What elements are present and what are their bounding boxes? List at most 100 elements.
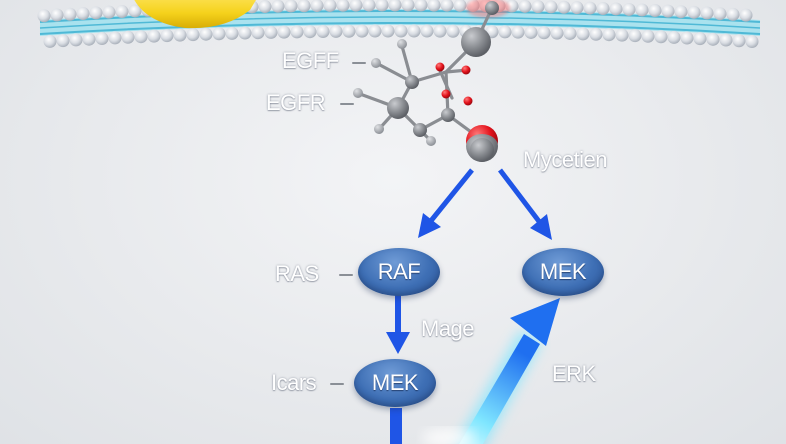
lipid-head	[264, 25, 278, 39]
leader-egff	[352, 62, 366, 64]
arrow-to-mek-right	[498, 168, 543, 226]
lipid-head	[147, 29, 161, 43]
lipid-head	[440, 0, 454, 12]
lipid-head	[251, 26, 265, 40]
lipid-head	[615, 28, 629, 42]
lipid-head	[622, 2, 636, 16]
lipid-head	[628, 29, 642, 43]
lipid-head	[238, 26, 252, 40]
lipid-head	[115, 5, 129, 19]
lipid-head	[388, 0, 402, 12]
lipid-head	[50, 8, 64, 22]
label-ras: RAS	[275, 261, 319, 286]
lipid-head	[563, 26, 577, 40]
lipid-head	[700, 6, 714, 20]
lipid-head	[95, 32, 109, 46]
label-egfr: EGFR	[266, 90, 326, 115]
lipid-head	[128, 4, 142, 18]
label-mycetien: Mycetien	[523, 147, 608, 172]
lipid-head	[82, 32, 96, 46]
receptor-protein-shape	[134, 0, 256, 29]
lipid-head	[537, 26, 551, 40]
lipid-head	[394, 24, 408, 38]
lipid-head	[427, 0, 441, 12]
lipid-head	[76, 7, 90, 21]
label-erk: ERK	[552, 361, 596, 386]
lipid-head	[329, 24, 343, 38]
lipid-head	[225, 26, 239, 40]
lipid-head	[602, 28, 616, 42]
lipid-head	[641, 29, 655, 43]
lipid-head	[310, 0, 324, 13]
lipid-head	[303, 25, 317, 39]
glowing-arrow-erk	[422, 298, 560, 444]
arrow-mek-down	[390, 408, 402, 444]
lipid-head	[589, 27, 603, 41]
arrowhead-to-mek-right	[530, 214, 552, 240]
lipid-head	[570, 1, 584, 15]
lipid-head	[401, 0, 415, 12]
lipid-head	[349, 0, 363, 12]
lipid-head	[323, 0, 337, 12]
lipid-head	[375, 0, 389, 12]
lipid-head	[186, 28, 200, 42]
node-raf: RAF	[358, 248, 440, 296]
lipid-head	[89, 6, 103, 20]
lipid-head	[56, 34, 70, 48]
lipid-head	[271, 0, 285, 13]
lipid-head	[713, 7, 727, 21]
node-mek-right-label: MEK	[539, 259, 587, 284]
lipid-head	[355, 24, 369, 38]
lipid-head	[277, 25, 291, 39]
lipid-head	[199, 27, 213, 41]
lipid-head	[63, 7, 77, 21]
leader-ras	[339, 274, 353, 276]
lipid-head	[37, 9, 51, 23]
lipid-head	[134, 30, 148, 44]
lipid-head	[407, 24, 421, 38]
lipid-head	[446, 24, 460, 38]
node-raf-label: RAF	[377, 259, 421, 284]
lipid-head	[173, 28, 187, 42]
lipid-head	[609, 2, 623, 16]
leader-kais	[330, 383, 344, 385]
arrowhead-raf-to-mek	[386, 332, 410, 354]
lipid-head	[420, 24, 434, 38]
lipid-head	[498, 25, 512, 39]
lipid-head	[102, 5, 116, 19]
lipid-head	[654, 30, 668, 44]
lipid-head	[316, 25, 330, 39]
lipid-head	[524, 25, 538, 39]
lipid-head	[719, 33, 733, 47]
node-mek-bottom-label: MEK	[371, 370, 419, 395]
lipid-head	[583, 1, 597, 15]
lipid-head	[511, 25, 525, 39]
lipid-head	[342, 24, 356, 38]
lipid-head	[706, 32, 720, 46]
lipid-head	[745, 35, 759, 49]
lipid-head	[680, 31, 694, 45]
leader-egfr	[340, 103, 354, 105]
lipid-head	[544, 0, 558, 14]
lipid-head	[667, 30, 681, 44]
lipid-head	[258, 0, 272, 14]
lipid-head	[687, 5, 701, 19]
lipid-head	[674, 5, 688, 19]
lipid-head	[557, 0, 571, 14]
lipid-head	[531, 0, 545, 14]
lipid-head	[596, 1, 610, 15]
label-egff: EGFF	[282, 48, 339, 73]
label-kais: Icars	[271, 370, 317, 395]
node-mek-right: MEK	[522, 248, 604, 296]
lipid-head	[121, 30, 135, 44]
lipid-head	[414, 0, 428, 12]
lipid-head	[290, 25, 304, 39]
lipid-head	[212, 27, 226, 41]
lipid-head	[336, 0, 350, 12]
lipid-head	[726, 7, 740, 21]
lipid-head	[381, 24, 395, 38]
lipid-head	[368, 24, 382, 38]
lipid-head	[108, 31, 122, 45]
lipid-head	[284, 0, 298, 13]
